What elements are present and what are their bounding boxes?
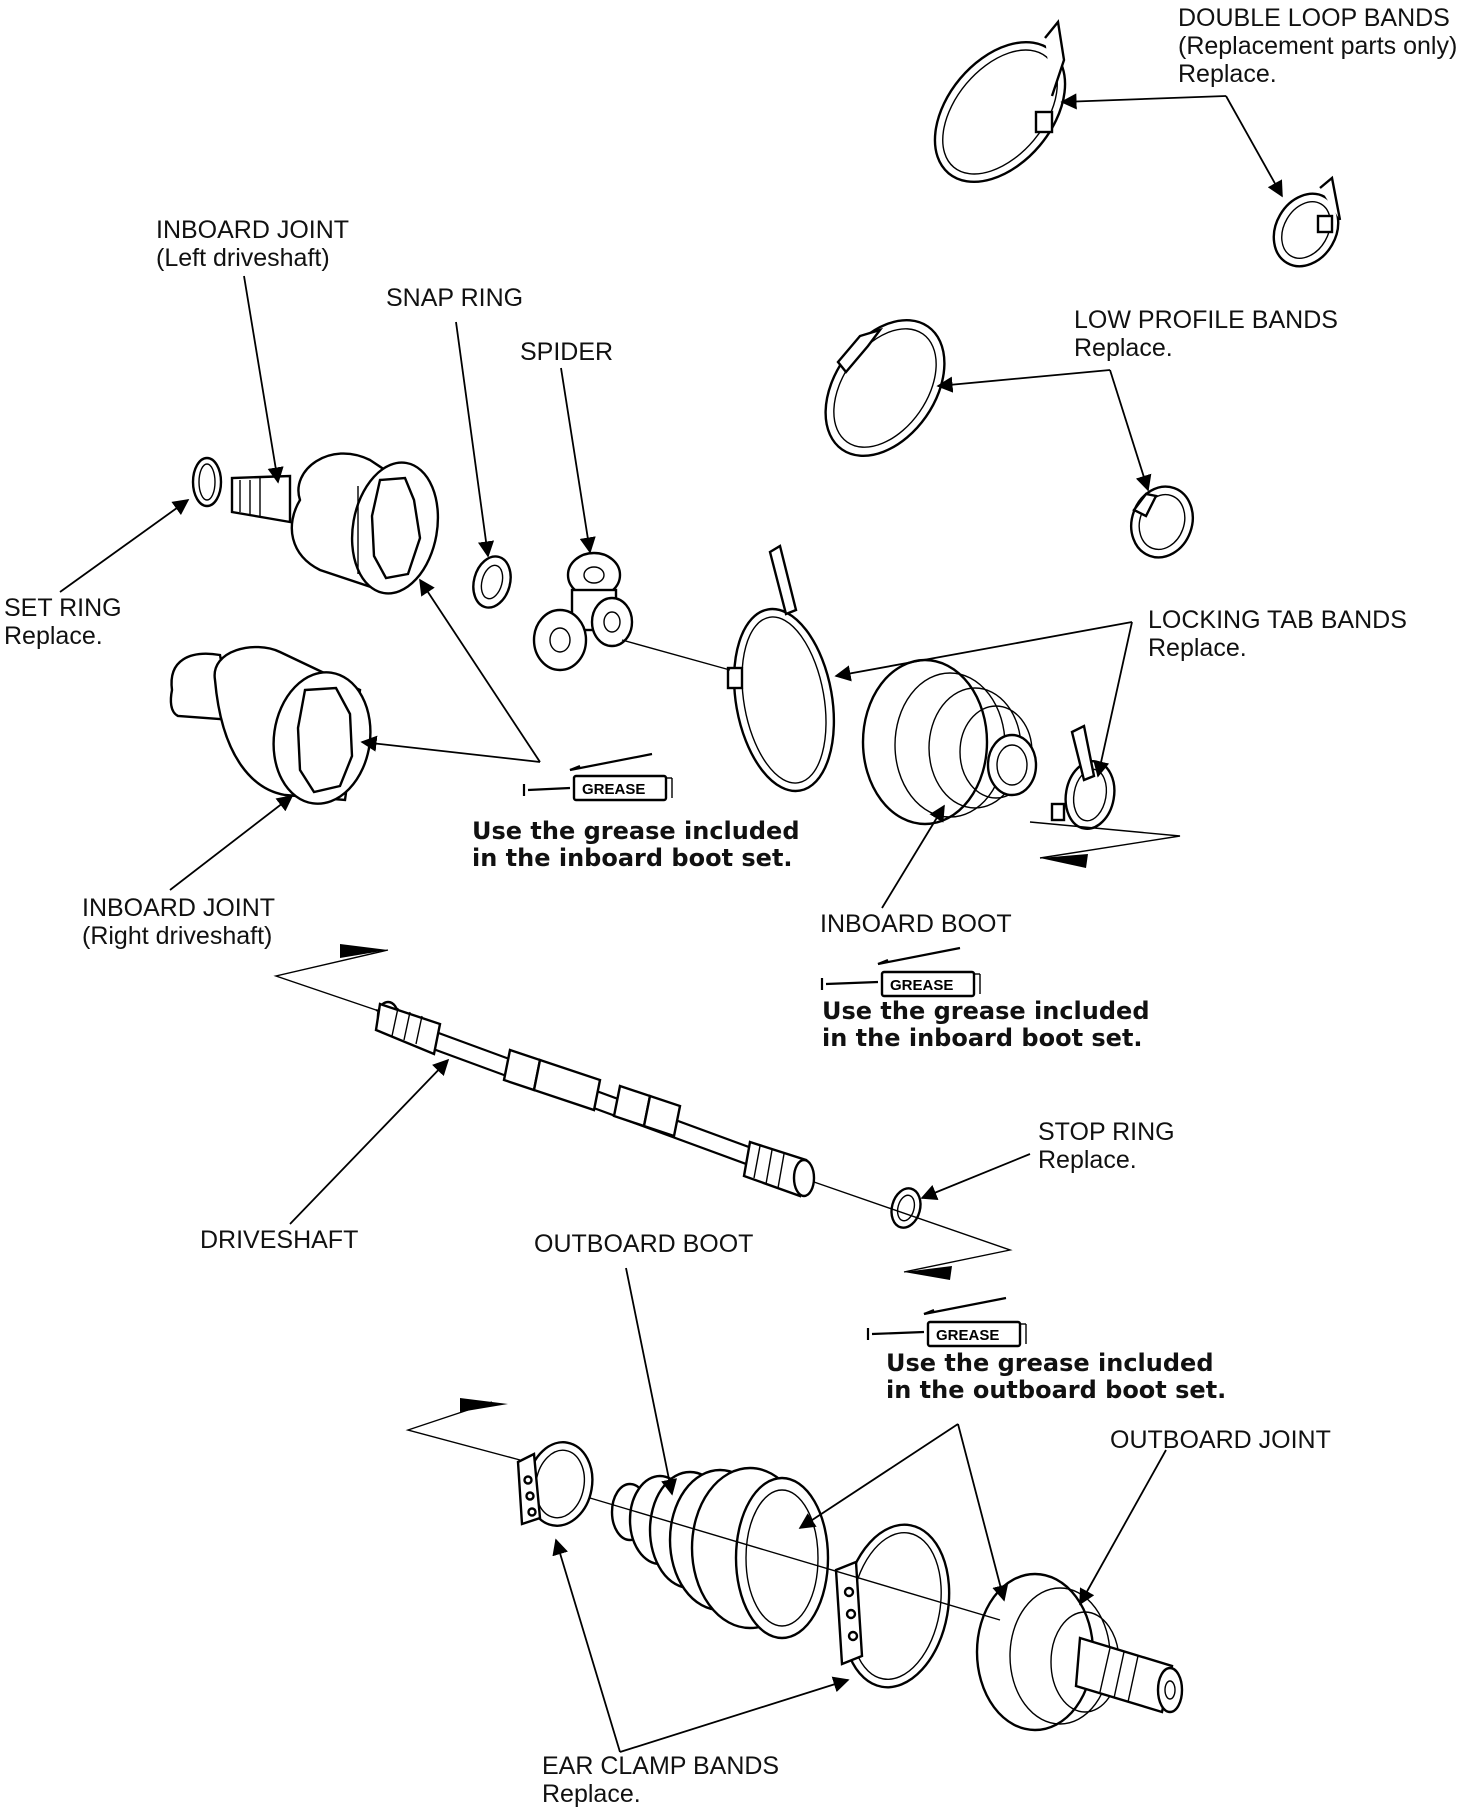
set-ring <box>191 456 223 508</box>
grease-icon-label: GREASE <box>936 1327 999 1344</box>
label-locking-tab-bands: LOCKING TAB BANDS Replace. <box>1148 606 1407 662</box>
label-line: (Left driveshaft) <box>156 244 330 272</box>
label-ear-clamp-bands: EAR CLAMP BANDS Replace. <box>542 1752 779 1808</box>
stop-ring <box>890 1187 922 1229</box>
label-stop-ring: STOP RING Replace. <box>1038 1118 1175 1174</box>
outboard-joint <box>975 1572 1184 1732</box>
label-outboard-boot: OUTBOARD BOOT <box>534 1230 754 1258</box>
note-line: in the inboard boot set. <box>472 844 793 872</box>
note-line: in the outboard boot set. <box>886 1376 1227 1404</box>
note-line: in the inboard boot set. <box>822 1024 1143 1052</box>
label-spider: SPIDER <box>520 338 614 366</box>
ear-clamp-band-small <box>516 1441 594 1527</box>
leader-lines <box>59 93 1283 1753</box>
label-low-profile-bands: LOW PROFILE BANDS Replace. <box>1074 306 1338 362</box>
label-line: STOP RING <box>1038 1118 1175 1146</box>
low-profile-band-large <box>824 318 946 458</box>
note-grease-inboard-boot: Use the grease included in the inboard b… <box>822 998 1150 1052</box>
label-set-ring: SET RING Replace. <box>4 594 122 650</box>
label-line: INBOARD JOINT <box>156 216 350 244</box>
label-line: LOW PROFILE BANDS <box>1074 306 1338 334</box>
label-line: Replace. <box>542 1780 641 1808</box>
label-inboard-boot: INBOARD BOOT <box>820 910 1012 938</box>
grease-icon-label: GREASE <box>582 781 645 798</box>
driveshaft <box>374 1000 816 1198</box>
outboard-boot <box>610 1466 830 1640</box>
label-line: (Right driveshaft) <box>82 922 273 950</box>
locking-tab-band-large <box>726 544 836 793</box>
note-line: Use the grease included <box>472 817 800 845</box>
label-line: (Replacement parts only) <box>1178 32 1458 60</box>
locking-tab-band-small <box>1050 724 1116 830</box>
grease-icon-label: GREASE <box>890 977 953 994</box>
note-line: Use the grease included <box>822 997 1150 1025</box>
inboard-joint-left <box>230 452 440 595</box>
label-line: EAR CLAMP BANDS <box>542 1752 780 1780</box>
label-line: Replace. <box>1148 634 1247 662</box>
label-line: Replace. <box>4 622 103 650</box>
label-line: INBOARD JOINT <box>82 894 276 922</box>
low-profile-band-small <box>1130 485 1194 559</box>
direction-arrow-inboard-boot <box>1040 854 1088 868</box>
assembly-centerlines <box>273 639 1181 1621</box>
direction-arrow-outboard <box>460 1398 508 1412</box>
snap-ring <box>472 555 512 609</box>
label-line: Replace. <box>1178 60 1277 88</box>
spider <box>532 551 634 672</box>
label-inboard-joint-left: INBOARD JOINT (Left driveshaft) <box>156 216 349 272</box>
label-line: LOCKING TAB BANDS <box>1148 606 1407 634</box>
note-line: Use the grease included <box>886 1349 1214 1377</box>
inboard-joint-right <box>169 645 372 805</box>
note-grease-inboard-joint: Use the grease included in the inboard b… <box>472 818 800 872</box>
label-line: Replace. <box>1038 1146 1137 1174</box>
direction-arrow-driveshaft-top <box>340 944 388 958</box>
label-driveshaft: DRIVESHAFT <box>200 1226 359 1254</box>
label-line: Replace. <box>1074 334 1173 362</box>
label-outboard-joint: OUTBOARD JOINT <box>1110 1426 1331 1454</box>
label-double-loop-bands: DOUBLE LOOP BANDS (Replacement parts onl… <box>1178 4 1457 88</box>
note-grease-outboard: Use the grease included in the outboard … <box>886 1350 1226 1404</box>
grease-gun-icon-1: GREASE <box>522 752 673 802</box>
label-snap-ring: SNAP RING <box>386 284 524 312</box>
label-line: SET RING <box>4 594 122 622</box>
label-line: DOUBLE LOOP BANDS <box>1178 4 1450 32</box>
label-inboard-joint-right: INBOARD JOINT (Right driveshaft) <box>82 894 275 950</box>
double-loop-band-small <box>1272 175 1342 268</box>
ear-clamp-band-large <box>834 1523 951 1689</box>
grease-gun-icon-3: GREASE <box>866 1296 1027 1348</box>
inboard-boot <box>861 658 1038 826</box>
double-loop-band-large <box>933 19 1067 184</box>
direction-arrow-driveshaft-bottom <box>904 1266 952 1280</box>
grease-gun-icon-2: GREASE <box>820 946 981 998</box>
